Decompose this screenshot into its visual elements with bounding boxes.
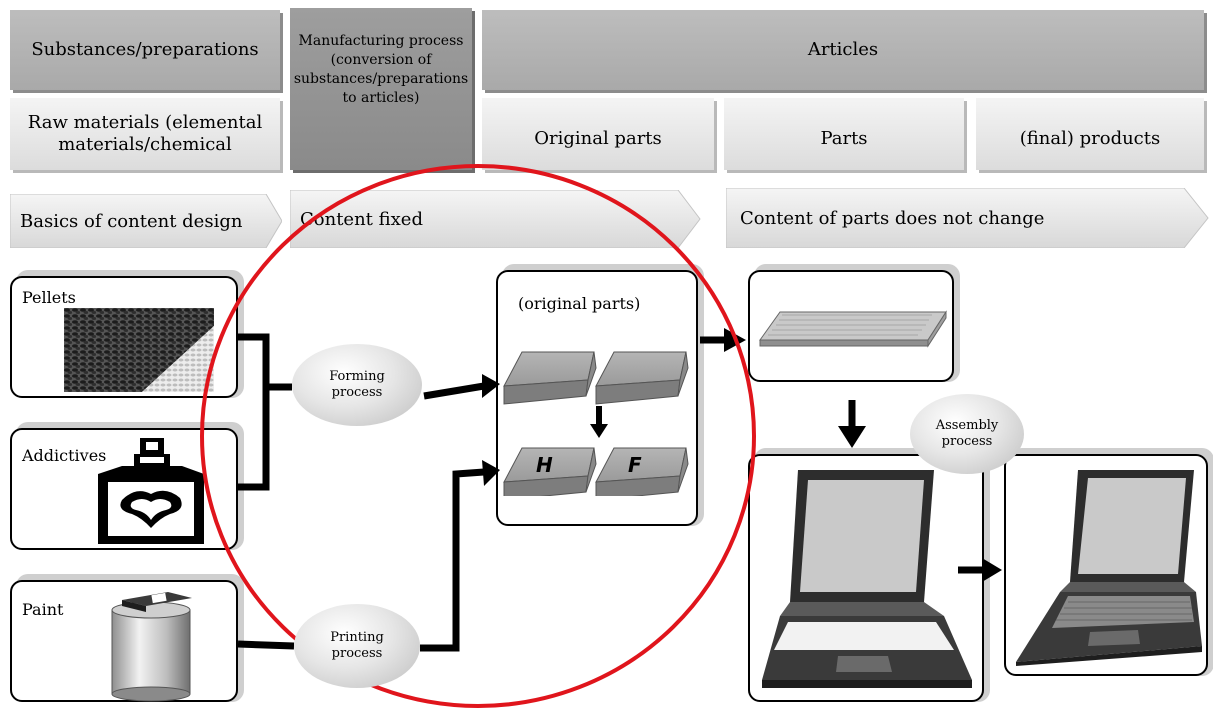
arrowhead-icon	[724, 328, 746, 352]
subheader-parts: Parts	[724, 98, 964, 170]
laptop-icon	[762, 470, 972, 688]
header-manufacturing-label: Manufacturing process (conversion of sub…	[293, 33, 469, 106]
header-manufacturing: Manufacturing process (conversion of sub…	[290, 8, 472, 170]
header-substances: Substances/preparations	[10, 10, 280, 90]
subheader-original-parts-label: Original parts	[534, 128, 662, 149]
keycap-label-f: F	[628, 453, 642, 477]
header-substances-label: Substances/preparations	[31, 39, 259, 60]
pellets-image	[64, 308, 214, 392]
additives-label: Addictives	[22, 446, 107, 465]
subheader-final-products-label: (final) products	[1019, 128, 1161, 149]
keycap-label-h: H	[536, 453, 553, 477]
forming-to-parts-line	[423, 382, 485, 400]
ink-bottle-icon	[98, 438, 204, 544]
printing-to-parts-line	[420, 468, 485, 652]
subheader-raw-materials-label: Raw materials (elemental materials/chemi…	[27, 112, 263, 155]
paint-can-icon	[111, 592, 192, 702]
paint-to-printing-line	[237, 640, 295, 650]
keycaps-group: H F	[503, 351, 689, 496]
keycap-icon: F	[595, 447, 689, 496]
keyboard-icon	[759, 310, 947, 348]
process-printing: Printing process	[294, 604, 420, 688]
phase-basics-label: Basics of content design	[20, 210, 243, 232]
header-articles: Articles	[482, 10, 1204, 90]
process-forming-label: Forming process	[329, 369, 385, 400]
subheader-original-parts: Original parts	[482, 98, 714, 170]
process-printing-label: Printing process	[330, 630, 384, 661]
card-laptop-parts	[748, 454, 984, 702]
card-paint: Paint	[10, 580, 238, 702]
phase-content-fixed: Content fixed	[290, 190, 702, 248]
card-additives: Addictives	[10, 428, 238, 550]
phase-content-parts-label: Content of parts does not change	[740, 207, 1045, 229]
subheader-raw-materials: Raw materials (elemental materials/chemi…	[10, 98, 280, 170]
paint-label: Paint	[22, 600, 64, 619]
process-assembly-label: Assembly process	[935, 418, 999, 449]
keycap-icon: H	[503, 447, 597, 496]
original-parts-title: (original parts)	[518, 294, 641, 313]
subheader-parts-label: Parts	[820, 128, 868, 149]
phase-content-fixed-label: Content fixed	[300, 208, 423, 230]
pellets-label: Pellets	[22, 288, 76, 307]
bracket-connector	[238, 333, 270, 491]
card-pellets: Pellets	[10, 276, 238, 398]
keycap-icon	[503, 351, 597, 405]
card-original-parts: (original parts) H F	[496, 270, 698, 526]
arrow-down-icon	[590, 406, 608, 438]
process-forming: Forming process	[292, 344, 422, 426]
phase-basics: Basics of content design	[10, 194, 282, 248]
card-final-laptop	[1004, 454, 1208, 676]
header-articles-label: Articles	[807, 39, 879, 60]
card-parts-keyboard	[748, 270, 954, 382]
process-assembly: Assembly process	[910, 394, 1024, 474]
laptop-icon	[1016, 470, 1202, 666]
arrowhead-icon	[838, 426, 866, 448]
keycap-icon	[595, 351, 689, 405]
phase-content-parts-shape	[726, 188, 1209, 248]
arrowhead-icon	[982, 558, 1002, 582]
subheader-final-products: (final) products	[976, 98, 1204, 170]
phase-content-parts: Content of parts does not change	[726, 188, 1210, 248]
